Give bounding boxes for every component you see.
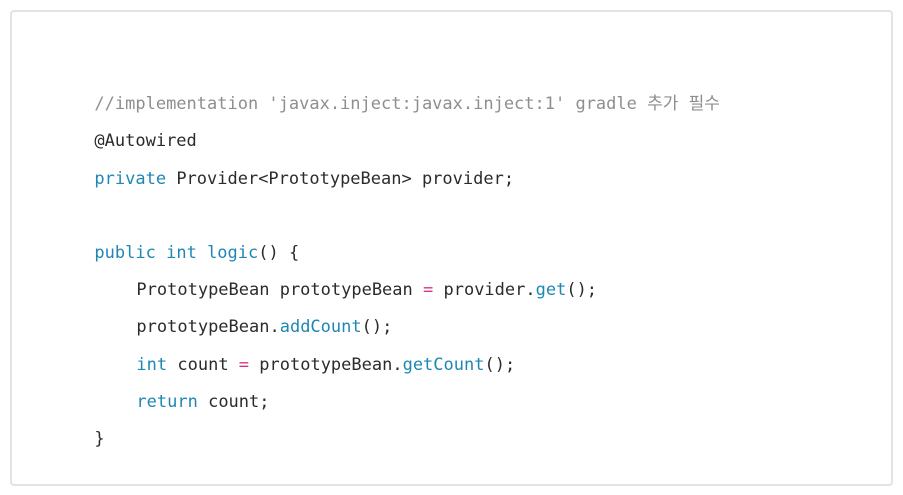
call-parens: (); [566, 280, 598, 301]
method-call-get: get [535, 280, 567, 301]
code-line-provider-get: PrototypeBean prototypeBean = provider.g… [33, 235, 720, 300]
closing-brace: } [94, 428, 105, 449]
assignment-operator: = [423, 280, 434, 301]
call-parens: (); [484, 354, 516, 375]
object-reference: prototypeBean. [249, 354, 403, 375]
code-line-get-count: int count = prototypeBean.getCount(); [33, 309, 720, 375]
comment-text: //implementation 'javax.inject:javax.inj… [94, 94, 720, 115]
keyword-int: int [166, 242, 197, 263]
code-line-field: private Provider<PrototypeBean> provider… [33, 123, 720, 189]
code-line-add-count: prototypeBean.addCount(); [33, 272, 720, 337]
keyword-public: public [94, 242, 156, 263]
code-line-closing-brace: } [33, 384, 720, 449]
annotation-text: @Autowired [94, 131, 197, 152]
method-call-addCount: addCount [279, 317, 362, 338]
object-reference: prototypeBean. [136, 317, 280, 338]
method-name-logic: logic [207, 242, 259, 263]
field-declaration: Provider<PrototypeBean> provider; [166, 168, 515, 189]
code-line-return: return count; [33, 347, 720, 412]
assignment-operator: = [238, 354, 250, 375]
code-block: //implementation 'javax.inject:javax.inj… [10, 10, 893, 486]
count-variable: count [167, 354, 239, 375]
return-value: count; [197, 391, 270, 412]
keyword-int: int [136, 354, 168, 375]
space [156, 243, 166, 263]
space [197, 243, 207, 263]
method-call-getCount: getCount [402, 354, 485, 375]
local-var-declaration: PrototypeBean prototypeBean [136, 280, 423, 301]
code-line-method-signature: public int logic() { [33, 198, 720, 263]
keyword-return: return [136, 391, 198, 412]
call-parens: (); [361, 317, 393, 338]
method-params-open: () { [258, 242, 300, 263]
code-lines: //implementation 'javax.inject:javax.inj… [33, 49, 720, 449]
provider-reference: provider. [433, 280, 536, 301]
code-line-annotation: @Autowired [33, 86, 720, 151]
code-line-comment: //implementation 'javax.inject:javax.inj… [33, 49, 719, 114]
keyword-private: private [94, 168, 167, 189]
